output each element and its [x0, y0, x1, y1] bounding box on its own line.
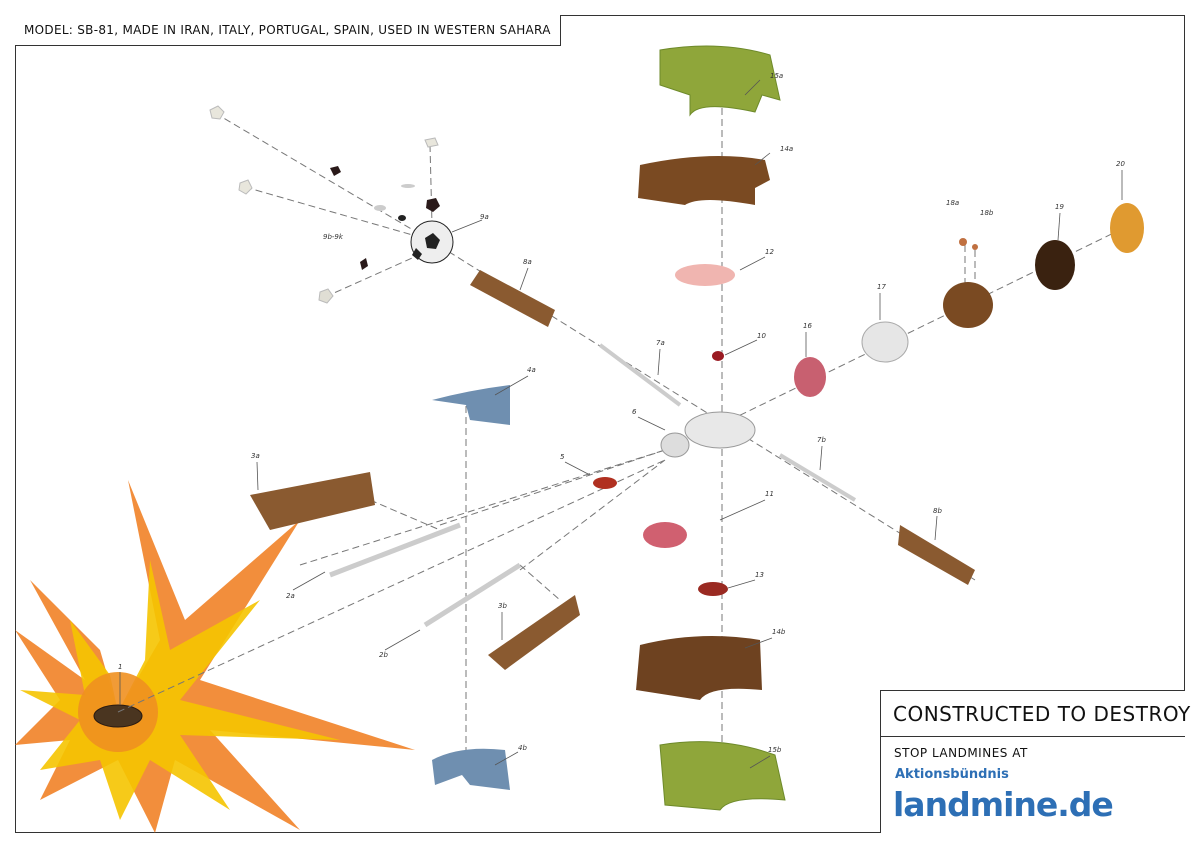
part-label: 1: [118, 663, 122, 671]
explosion-star: [15, 480, 415, 833]
model-caption: MODEL: SB-81, MADE IN IRAN, ITALY, PORTU…: [15, 15, 561, 46]
head: [943, 282, 993, 328]
jeans-lower: [432, 748, 510, 790]
brain: [794, 357, 826, 397]
part-label: 15a: [770, 72, 783, 80]
part-label: 20: [1116, 160, 1125, 168]
title-block: CONSTRUCTED TO DESTROY STOP LANDMINES AT…: [880, 690, 1190, 833]
part-label: 14b: [772, 628, 786, 636]
part-label: 17: [877, 283, 886, 291]
part-label: 8a: [523, 258, 532, 266]
part-label: 9a: [480, 213, 489, 221]
part-label: 15b: [768, 746, 782, 754]
part-label: 2a: [286, 592, 295, 600]
torso-skin-upper: [638, 156, 770, 205]
arm-upper: [470, 270, 555, 327]
intestines: [643, 522, 687, 548]
part-label: 10: [757, 332, 766, 340]
logo-tagline: Aktionsbündnis: [895, 767, 1009, 782]
part-label: 19: [1055, 203, 1064, 211]
part-label: 3b: [498, 602, 507, 610]
part-label: 4b: [518, 744, 527, 752]
part-label: 12: [765, 248, 774, 256]
part-label: 2b: [379, 651, 388, 659]
part-label: 3a: [251, 452, 260, 460]
liver: [698, 582, 728, 596]
helmet: [1110, 203, 1144, 253]
part-label: 16: [803, 322, 812, 330]
part-label: 18a: [946, 199, 959, 207]
shirt-lower: [659, 741, 786, 811]
part-label: 8b: [933, 507, 942, 515]
skeleton: [329, 343, 857, 628]
hair: [1035, 240, 1075, 290]
torso-skin-lower: [636, 636, 762, 700]
poster-subtitle: STOP LANDMINES AT: [894, 746, 1028, 760]
eye-right: [972, 244, 978, 250]
eye-left: [959, 238, 967, 246]
part-label: 14a: [780, 145, 793, 153]
leg-left: [250, 472, 375, 530]
logo-landmine-de[interactable]: landmine.de: [893, 785, 1114, 824]
part-label: 5: [560, 453, 565, 461]
ball-patches: [209, 105, 440, 304]
arm-lower: [898, 525, 975, 585]
leader-lines: [119, 79, 1123, 769]
kidneys: [593, 477, 617, 489]
part-label: 9b-9k: [323, 233, 344, 241]
shirt-upper: [659, 45, 781, 117]
part-label: 13: [755, 571, 764, 579]
part-label: 18b: [980, 209, 994, 217]
lungs: [675, 264, 735, 286]
part-labels: 15a 14a 20 18a 18b 19 9a 9b-9k 8a 12 17 …: [118, 72, 1125, 754]
part-label: 6: [632, 408, 637, 416]
landmine: [93, 704, 143, 728]
part-label: 7a: [656, 339, 665, 347]
soccer-ball: [410, 220, 454, 264]
drawing-frame: [15, 15, 1185, 833]
skull: [861, 321, 909, 363]
part-label: 4a: [527, 366, 536, 374]
part-label: 11: [765, 490, 774, 498]
jeans-upper: [432, 385, 510, 425]
poster-title: CONSTRUCTED TO DESTROY: [881, 691, 1190, 737]
heart: [712, 351, 724, 361]
part-label: 7b: [817, 436, 826, 444]
leg-right: [488, 595, 580, 670]
